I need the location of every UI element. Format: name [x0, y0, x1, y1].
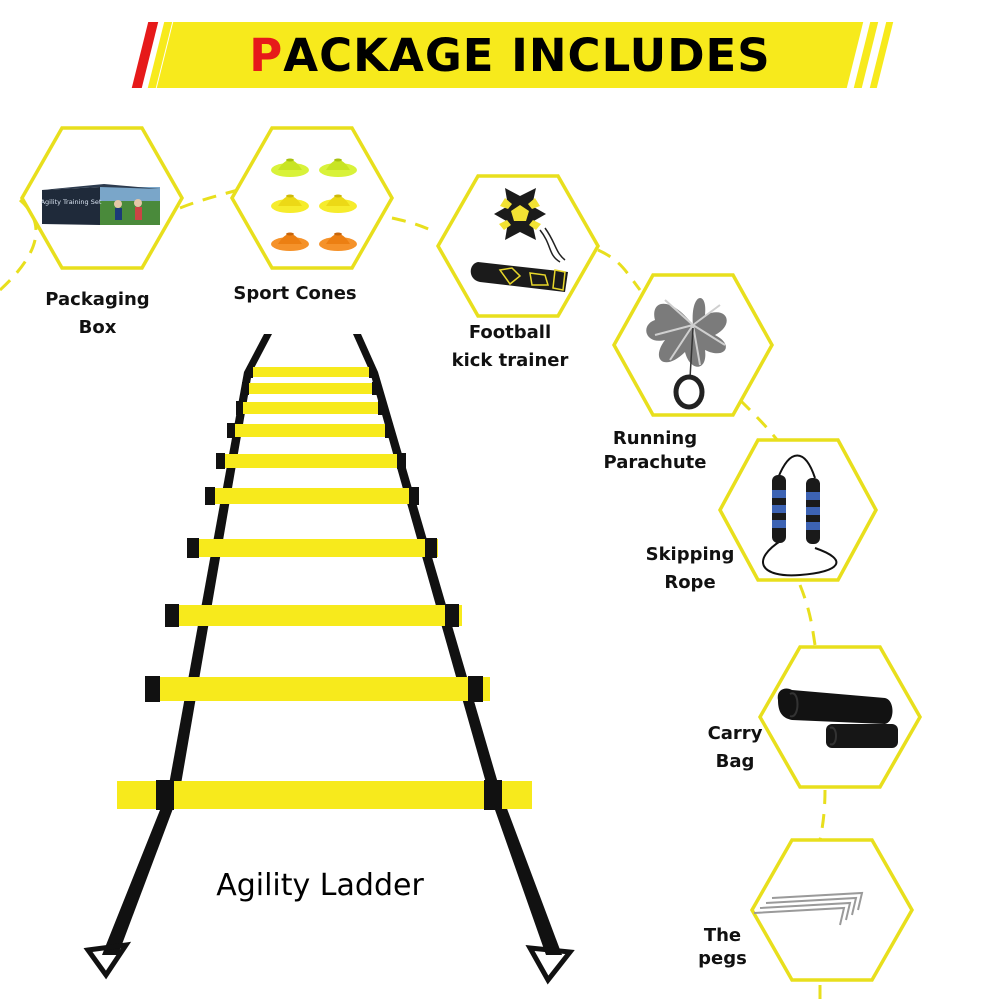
- banner-title-rest: ackage Includes: [283, 28, 771, 82]
- cone-icon: [319, 194, 357, 213]
- ladder-end-ring-left: [83, 941, 132, 980]
- label-line: Running: [612, 428, 698, 449]
- label-line: Box: [78, 317, 117, 338]
- label-skipping-rope: Skipping Rope: [635, 541, 745, 597]
- cone-icon: [271, 194, 309, 213]
- carry-bag-icon: [777, 688, 898, 748]
- label-line: Parachute: [603, 452, 707, 473]
- label-line: pegs: [698, 948, 747, 969]
- label-line: Bag: [715, 751, 755, 772]
- label-running-parachute: Running Parachute: [590, 427, 720, 475]
- hexagon-frame: [749, 838, 915, 982]
- hexagon-frames: [19, 126, 923, 982]
- label-packaging-box: Packaging Box: [30, 286, 165, 342]
- label-line: Packaging: [45, 289, 150, 310]
- ladder-rung: [117, 781, 532, 809]
- cone-icon: [319, 232, 357, 251]
- box-text: Agility Training Set: [41, 198, 102, 206]
- parachute-icon: [646, 298, 727, 410]
- ladder-rung: [248, 367, 374, 377]
- hexagon-frame: [718, 438, 878, 582]
- label-the-pegs: The pegs: [685, 924, 760, 970]
- label-line: Football: [468, 322, 552, 343]
- kick-trainer-icon: [470, 188, 568, 292]
- ladder-rung-clips: [145, 366, 502, 810]
- label-carry-bag: Carry Bag: [690, 720, 780, 776]
- cone-icon: [271, 232, 309, 251]
- label-line: kick trainer: [451, 350, 569, 371]
- ladder-rung: [150, 677, 490, 701]
- ladder-rung: [238, 402, 385, 414]
- ladder-end-ring-right: [525, 945, 575, 985]
- box-icon: Agility Training Set: [41, 184, 160, 225]
- ladder-rung: [230, 424, 392, 437]
- hexagon-frame: [229, 126, 395, 270]
- label-line: Sport Cones: [233, 283, 357, 304]
- banner-title: Package Includes: [175, 22, 845, 88]
- ladder-rung: [244, 383, 379, 394]
- cone-icon: [319, 158, 357, 177]
- pegs-icon: [753, 891, 864, 926]
- label-sport-cones: Sport Cones: [230, 280, 360, 308]
- skipping-rope-icon: [762, 454, 838, 577]
- ladder-rung: [172, 605, 462, 626]
- cone-icon: [271, 158, 309, 177]
- label-line: The: [703, 925, 742, 946]
- ladder-rung: [193, 539, 438, 557]
- ladder-rung: [220, 454, 405, 468]
- cones-icon: [271, 158, 357, 251]
- label-line: Skipping: [645, 544, 735, 565]
- label-line: Rope: [664, 572, 716, 593]
- banner-title-first-letter: P: [249, 28, 284, 82]
- agility-ladder-label: Agility Ladder: [216, 868, 424, 903]
- label-football-kick-trainer: Football kick trainer: [440, 319, 580, 375]
- ladder-rungs: [117, 367, 532, 809]
- agility-ladder-icon: [83, 334, 575, 985]
- ladder-rung: [210, 488, 418, 504]
- label-line: Carry: [707, 723, 763, 744]
